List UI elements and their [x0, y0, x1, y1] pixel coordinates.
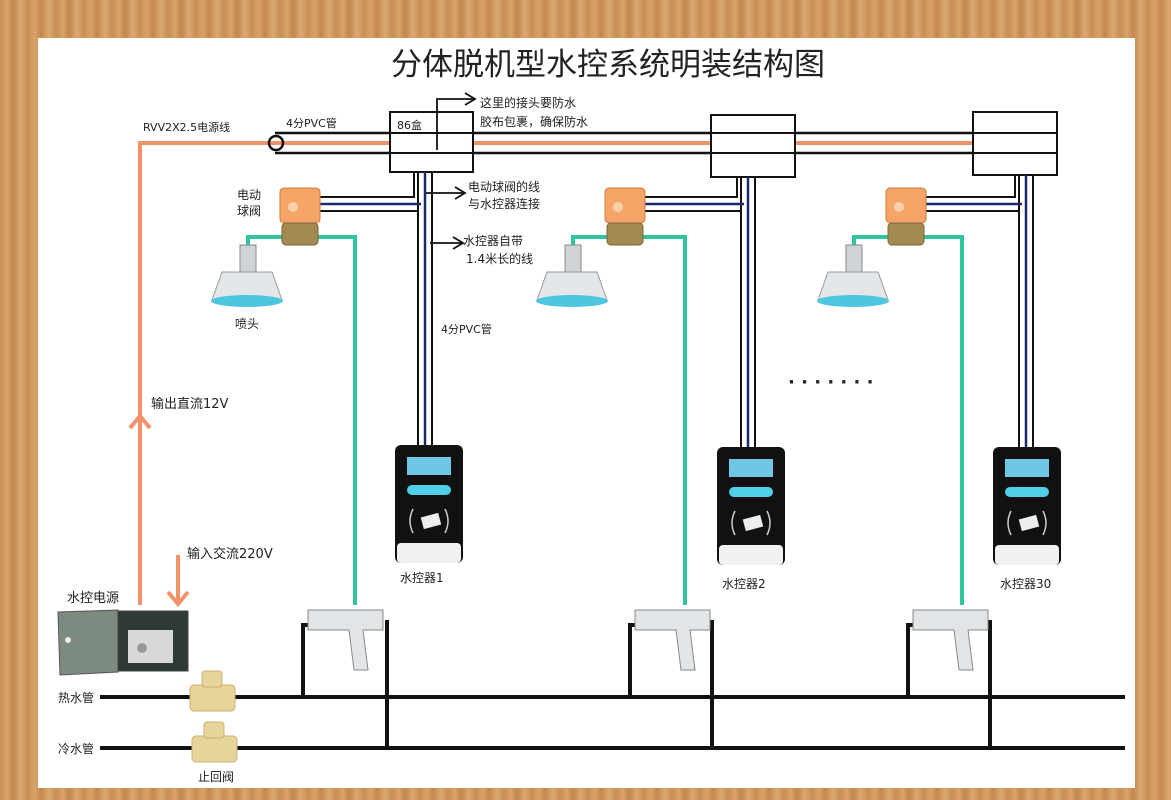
mixing-faucet-icon: [912, 609, 989, 671]
junction-box-1: [389, 111, 474, 173]
hot-branch-pipe: [906, 623, 923, 697]
shower-neck: [845, 244, 863, 276]
junction-box-label: 86盒: [397, 118, 422, 132]
controller-display: [1005, 459, 1049, 477]
controller-led: [729, 487, 773, 497]
valve-wire-note-2: 与水控器连接: [468, 196, 540, 211]
valve-wire: [926, 210, 1020, 215]
check-valve-hot: [189, 670, 236, 712]
check-valve-label: 止回阀: [198, 770, 234, 784]
shower-spray: [536, 295, 608, 307]
valve-wire: [320, 172, 415, 198]
mixing-faucet-icon: [634, 609, 711, 671]
power-supply-box: [57, 609, 189, 676]
hot-pipe-label: 热水管: [58, 690, 94, 705]
main-pipes: [100, 695, 1125, 750]
shower-head-label: 喷头: [235, 317, 259, 331]
rfid-waves-icon: [1007, 510, 1047, 536]
unit-2: 水控器2: [536, 177, 785, 748]
dc-output-label: 输出直流12V: [151, 396, 229, 412]
electric-valve-label-1: 电动: [237, 188, 261, 202]
controller-label: 水控器2: [722, 577, 766, 591]
shower-neck: [239, 244, 257, 276]
mixing-faucet-icon: [307, 609, 384, 671]
electric-ball-valve: [604, 187, 646, 224]
controller-wire-note-1: 水控器自带: [463, 234, 523, 248]
pvc-pipe-top-label: 4分PVC管: [286, 116, 337, 130]
valve-wire: [926, 175, 1016, 198]
valve-wire: [645, 210, 742, 217]
hot-branch-pipe: [628, 623, 645, 697]
controller-led: [1005, 487, 1049, 497]
diagram-title: 分体脱机型水控系统明装结构图: [391, 47, 825, 83]
controller-wire-note-2: 1.4米长的线: [466, 251, 533, 266]
card-icon: [742, 514, 764, 532]
controller-label: 水控器1: [400, 571, 444, 585]
rfid-waves-icon: [731, 510, 771, 536]
ac-input-label: 输入交流220V: [187, 546, 273, 562]
hot-branch-pipe: [301, 623, 318, 697]
valve-wire: [320, 210, 419, 212]
shower-spray: [211, 295, 283, 307]
controller-base: [995, 545, 1059, 565]
ellipsis: · · · · · · ·: [788, 372, 873, 393]
power-supply-label: 水控电源: [67, 591, 119, 606]
electric-ball-valve: [279, 187, 321, 224]
pvc-pipe-vertical-label: 4分PVC管: [441, 322, 492, 336]
shower-spray: [817, 295, 889, 307]
check-valve-cold: [191, 721, 238, 763]
junction-box-2: [710, 114, 796, 178]
valve-body: [281, 222, 319, 246]
controller-display: [729, 459, 773, 477]
unit-3: 水控器30: [817, 175, 1061, 748]
shower-neck: [564, 244, 582, 276]
valve-knob-icon: [613, 202, 623, 212]
card-icon: [1018, 514, 1040, 532]
electric-valve-label-2: 球阀: [237, 204, 261, 218]
controller-base: [719, 545, 783, 565]
valve-knob-icon: [288, 202, 298, 212]
controller-label: 水控器30: [1000, 577, 1051, 591]
waterproof-note-2: 胶布包裹，确保防水: [480, 114, 588, 129]
controller-display: [407, 457, 451, 475]
controller-led: [407, 485, 451, 495]
electric-ball-valve: [885, 187, 927, 224]
diagram-panel: [38, 38, 1135, 788]
valve-body: [606, 222, 644, 246]
cold-pipe-label: 冷水管: [58, 741, 94, 756]
valve-knob-icon: [894, 202, 904, 212]
waterproof-note-1: 这里的接头要防水: [480, 95, 576, 110]
valve-wire: [645, 177, 738, 198]
rfid-waves-icon: [409, 508, 449, 534]
unit-1: 水控器1: [211, 172, 463, 748]
valve-wire-note-1: 电动球阀的线: [468, 179, 540, 194]
junction-box-3: [972, 111, 1058, 176]
controller-base: [397, 543, 461, 563]
power-cable-label: RVV2X2.5电源线: [143, 120, 230, 134]
card-icon: [420, 512, 442, 530]
valve-body: [887, 222, 925, 246]
